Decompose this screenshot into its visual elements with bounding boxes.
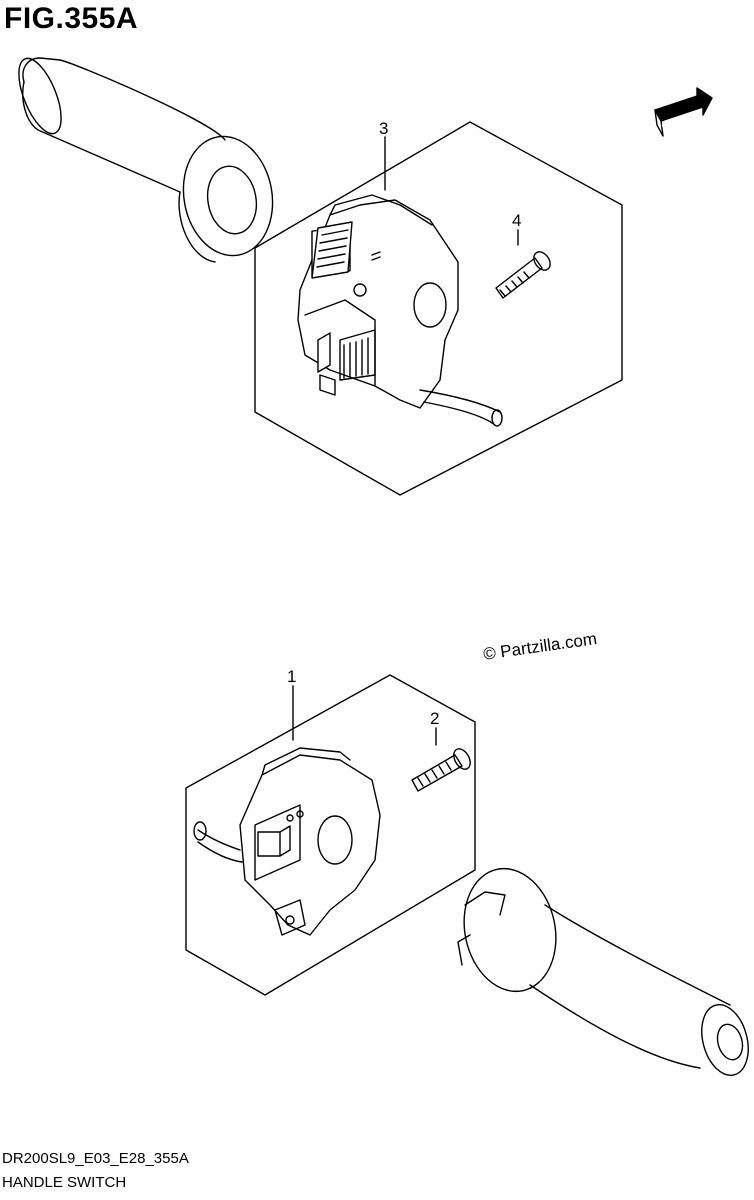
callout-1: 1 xyxy=(287,667,296,686)
handle-switch-right xyxy=(297,194,503,427)
handle-switch-left xyxy=(193,747,381,936)
switch-assembly-box-bottom xyxy=(185,674,476,996)
fwd-arrow-icon: FWD xyxy=(654,87,713,139)
figure-title: FIG.355A xyxy=(4,2,139,35)
figure-code: DR200SL9_E03_E28_355A xyxy=(2,1150,189,1167)
switch-assembly-box-top xyxy=(254,121,623,496)
callout-3: 3 xyxy=(379,119,388,138)
screw-4 xyxy=(495,251,551,299)
throttle-grip xyxy=(457,867,749,1076)
callout-2: 2 xyxy=(430,709,439,728)
callout-4: 4 xyxy=(512,211,521,230)
screw-2 xyxy=(411,748,471,792)
left-grip xyxy=(18,57,274,263)
figure-name: HANDLE SWITCH xyxy=(2,1174,127,1191)
